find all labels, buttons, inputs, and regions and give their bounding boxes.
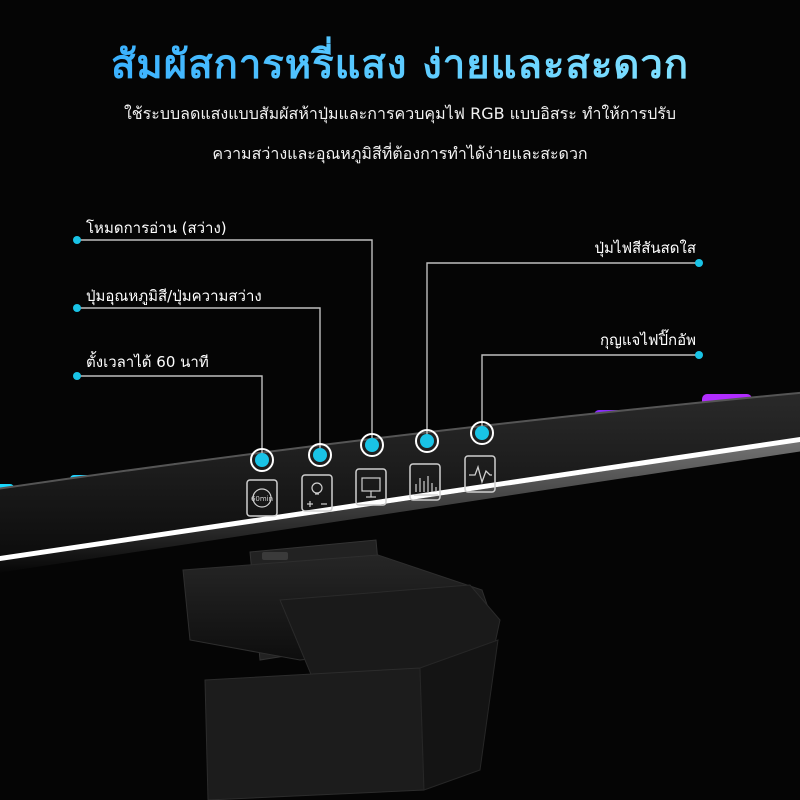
callout-line-color bbox=[426, 262, 699, 440]
highlight-ring bbox=[415, 429, 439, 453]
callout-lines bbox=[77, 239, 699, 458]
label-temp-brightness: ปุ่มอุณหภูมิสี/ปุ่มความสว่าง bbox=[86, 287, 262, 305]
monitor-icon[interactable] bbox=[355, 468, 387, 506]
lamp-bar-edge bbox=[0, 391, 800, 490]
label-color-light: ปุ่มไฟสีสันสดใส bbox=[594, 239, 696, 257]
monitor-clip bbox=[182, 539, 501, 800]
highlight-ring bbox=[250, 448, 274, 472]
lamp-light-line bbox=[0, 436, 800, 562]
equalizer-icon[interactable] bbox=[409, 463, 441, 501]
callout-dot bbox=[695, 351, 703, 359]
highlight-ring bbox=[360, 433, 384, 457]
highlight-ring bbox=[470, 421, 494, 445]
callout-line-timer bbox=[77, 375, 263, 458]
bulb-brightness-icon[interactable] bbox=[301, 474, 333, 512]
button-highlights bbox=[250, 421, 494, 472]
callout-dot bbox=[73, 372, 81, 380]
callout-dot bbox=[73, 304, 81, 312]
touch-buttons bbox=[246, 455, 496, 517]
label-timer: ตั้งเวลาได้ 60 นาที bbox=[86, 353, 209, 371]
callout-line-reading bbox=[77, 239, 373, 442]
page-title: สัมผัสการหรี่แสง ง่ายและสะดวก bbox=[0, 32, 800, 96]
label-pickup-key: กุญแจไฟปิ๊กอัพ bbox=[600, 331, 696, 349]
subtitle-line-1: ใช้ระบบลดแสงแบบสัมผัสห้าปุ่มและการควบคุม… bbox=[123, 104, 676, 123]
callout-dot bbox=[695, 259, 703, 267]
highlight-ring bbox=[308, 443, 332, 467]
lamp-light-glow bbox=[0, 441, 800, 573]
timer-icon-text: 60min bbox=[251, 495, 273, 503]
label-reading-mode: โหมดการอ่าน (สว่าง) bbox=[86, 219, 227, 237]
pulse-icon[interactable] bbox=[464, 455, 496, 493]
callout-line-temp bbox=[77, 307, 321, 452]
subtitle-line-2: ความสว่างและอุณหภูมิสีที่ต้องการทำได้ง่า… bbox=[212, 144, 588, 163]
lamp-bar bbox=[0, 392, 800, 560]
callout-endpoints bbox=[73, 236, 703, 380]
callout-dot bbox=[73, 236, 81, 244]
timer-icon[interactable] bbox=[246, 479, 278, 517]
callout-line-pickup bbox=[481, 354, 699, 430]
